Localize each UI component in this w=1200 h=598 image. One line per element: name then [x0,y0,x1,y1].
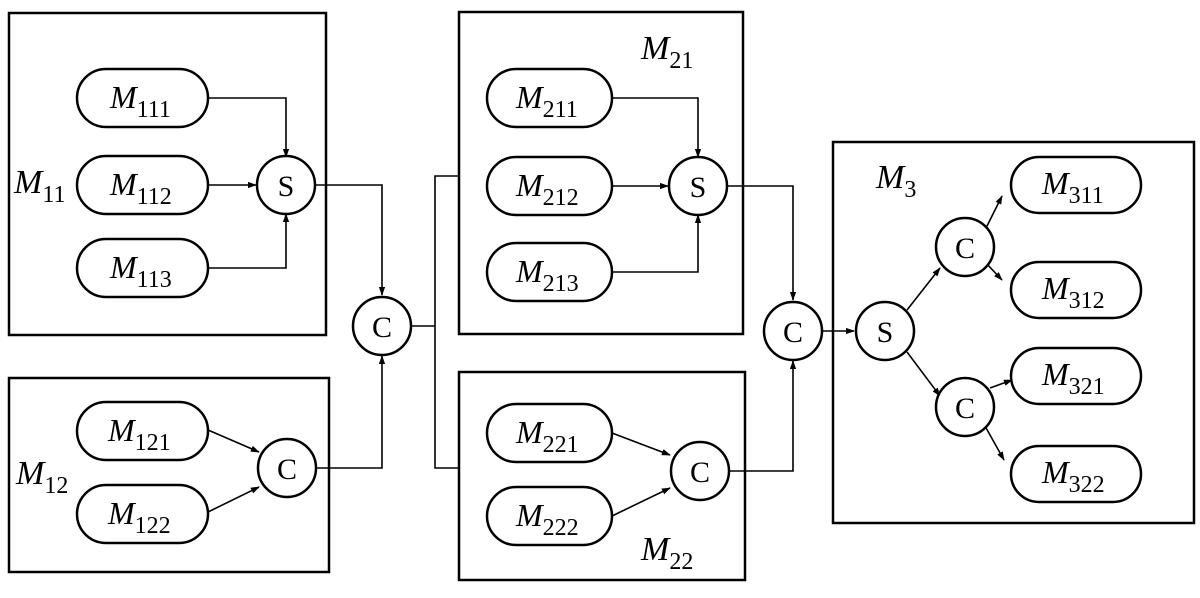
svg-text:S: S [278,170,295,203]
svg-text:M321: M321 [1041,356,1105,400]
module-m121: M121 [75,400,210,462]
wire-m213-to-s [612,214,702,273]
svg-text:M312: M312 [1041,270,1105,314]
wire-m221-to-c [611,432,671,456]
module-m212: M212 [485,155,614,217]
svg-text:M112: M112 [109,166,172,210]
module-m312: M312 [1009,260,1143,320]
svg-text:C: C [372,311,392,344]
group-box-m3 [831,140,1196,525]
wire-m113-to-s [208,213,290,269]
svg-text:M113: M113 [109,249,172,293]
svg-text:C: C [955,232,975,265]
group-label-m12: M12 [15,455,68,499]
operator-s-m21: S [667,155,729,217]
group-box-m22 [457,370,747,582]
svg-text:C: C [955,392,975,425]
svg-text:S: S [690,171,707,204]
wire-c-lower-to-m322 [984,425,1005,461]
svg-text:M212: M212 [515,167,579,211]
module-m221: M221 [485,402,614,464]
module-m211: M211 [485,67,614,129]
svg-text:M311: M311 [1041,165,1104,209]
group-label-m11: M11 [13,164,65,208]
group-box-m12 [7,376,331,574]
svg-text:C: C [277,453,297,486]
operator-c-join2: C [762,300,824,362]
svg-text:M211: M211 [515,79,578,123]
wire-s-to-c-upper [906,267,941,311]
wire-s-to-c-lower [906,351,941,397]
module-m321: M321 [1009,346,1143,406]
wire-m111-to-s [208,97,290,158]
wire-m12-to-join1 [316,355,386,469]
operator-s-m3: S [854,300,916,362]
group-label-m21: M21 [640,30,693,74]
operator-c-m3-upper: C [934,216,996,278]
operator-s-m11: S [255,154,317,216]
wire-m21-to-join2 [728,185,797,301]
operator-c-m12: C [256,437,318,499]
wire-m122-to-c [207,486,260,513]
wire-branch-to-m21 [434,175,459,469]
module-m311: M311 [1009,155,1143,215]
operator-c-join1: C [351,295,413,357]
wire-m222-to-c [611,487,671,517]
operator-c-m22: C [669,440,731,502]
svg-text:C: C [783,316,803,349]
wire-c-lower-to-m321 [989,379,1013,389]
wire-m121-to-c [207,429,260,453]
module-m112: M112 [75,154,210,216]
module-m213: M213 [485,241,614,303]
module-m122: M122 [75,483,210,545]
module-m113: M113 [75,237,210,299]
wire-m211-to-s [612,97,702,158]
operator-c-m3-lower: C [934,376,996,438]
svg-text:M322: M322 [1041,454,1105,498]
svg-text:S: S [877,316,894,349]
module-m111: M111 [75,67,210,129]
svg-text:M213: M213 [515,253,579,297]
group-box-m11 [7,11,328,337]
svg-text:M121: M121 [107,412,171,456]
svg-text:C: C [690,456,710,489]
wire-c-upper-to-m311 [984,195,1003,231]
svg-text:M221: M221 [515,414,579,458]
svg-text:M222: M222 [515,497,579,541]
wire-m11-to-join1 [316,184,386,296]
svg-text:M122: M122 [107,495,171,539]
svg-text:M111: M111 [109,79,171,123]
group-box-m21 [457,10,745,336]
module-m322: M322 [1009,444,1143,504]
group-label-m22: M22 [640,531,693,575]
wire-m22-to-join2 [730,360,797,472]
module-m222: M222 [485,485,614,547]
group-label-m3: M3 [875,159,916,203]
